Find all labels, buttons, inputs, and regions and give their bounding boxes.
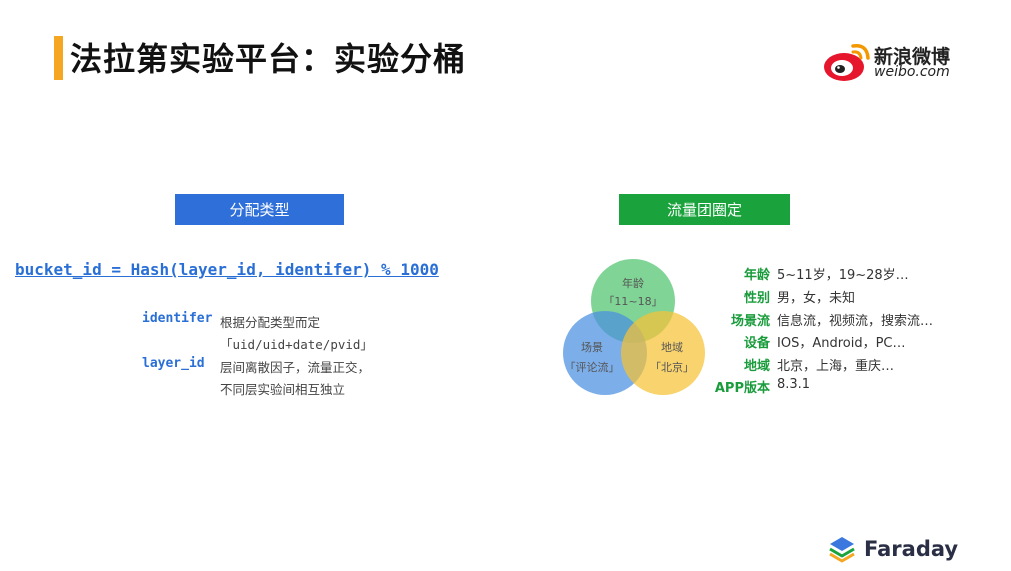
param-key-layer-id: layer_id: [142, 356, 205, 371]
traffic-group-badge: 流量团圈定: [619, 194, 790, 225]
attr-key-device: 设备: [743, 336, 770, 351]
attr-key-age: 年龄: [743, 268, 770, 283]
venn-sub-age: 「11~18」: [603, 295, 663, 308]
faraday-logo: Faraday: [828, 534, 958, 564]
attr-key-region: 地域: [743, 359, 770, 374]
venn-sub-scene: 「评论流」: [564, 361, 620, 374]
attr-value-device: IOS，Android，PC…: [777, 336, 906, 351]
attr-value-gender: 男，女，未知: [777, 291, 856, 306]
param-desc-identifer-2: 「uid/uid+date/pvid」: [220, 337, 373, 352]
weibo-logo: 新浪微博 weibo.com: [822, 40, 962, 84]
venn-label-region: 地域: [661, 341, 683, 354]
attr-value-app-version: 8.3.1: [777, 377, 811, 392]
venn-sub-region: 「北京」: [650, 361, 694, 374]
attr-key-gender: 性别: [743, 291, 770, 306]
faraday-layers-icon: [829, 537, 855, 563]
param-desc-layer-id-2: 不同层实验间相互独立: [220, 382, 346, 397]
weibo-name-cn: 新浪微博: [874, 46, 951, 68]
param-desc-identifer-1: 根据分配类型而定: [220, 315, 321, 330]
weibo-name-en: weibo.com: [874, 64, 950, 80]
allocation-type-badge: 分配类型: [175, 194, 344, 225]
page-title: 法拉第实验平台：实验分桶: [70, 40, 467, 78]
param-key-identifer: identifer: [142, 311, 213, 326]
title-accent-bar: [54, 36, 63, 80]
venn-label-scene: 场景: [581, 341, 603, 354]
venn-circle-scene: [563, 311, 647, 395]
attr-key-scene-flow: 场景流: [730, 314, 770, 329]
faraday-brand-text: Faraday: [864, 537, 959, 561]
venn-label-age: 年龄: [622, 277, 644, 290]
bucket-formula: bucket_id = Hash(layer_id, identifer) % …: [15, 260, 439, 279]
param-desc-layer-id-1: 层间离散因子，流量正交，: [220, 360, 371, 375]
attr-key-app-version: APP版本: [714, 381, 770, 396]
weibo-eye-icon: [824, 44, 870, 81]
attr-value-region: 北京，上海，重庆…: [777, 359, 895, 374]
venn-diagram: 年龄 「11~18」 场景 「评论流」 地域 「北京」: [555, 255, 715, 400]
venn-circle-region: [621, 311, 705, 395]
attr-value-age: 5~11岁，19~28岁…: [777, 268, 909, 283]
attr-value-scene-flow: 信息流，视频流，搜索流…: [777, 314, 934, 329]
